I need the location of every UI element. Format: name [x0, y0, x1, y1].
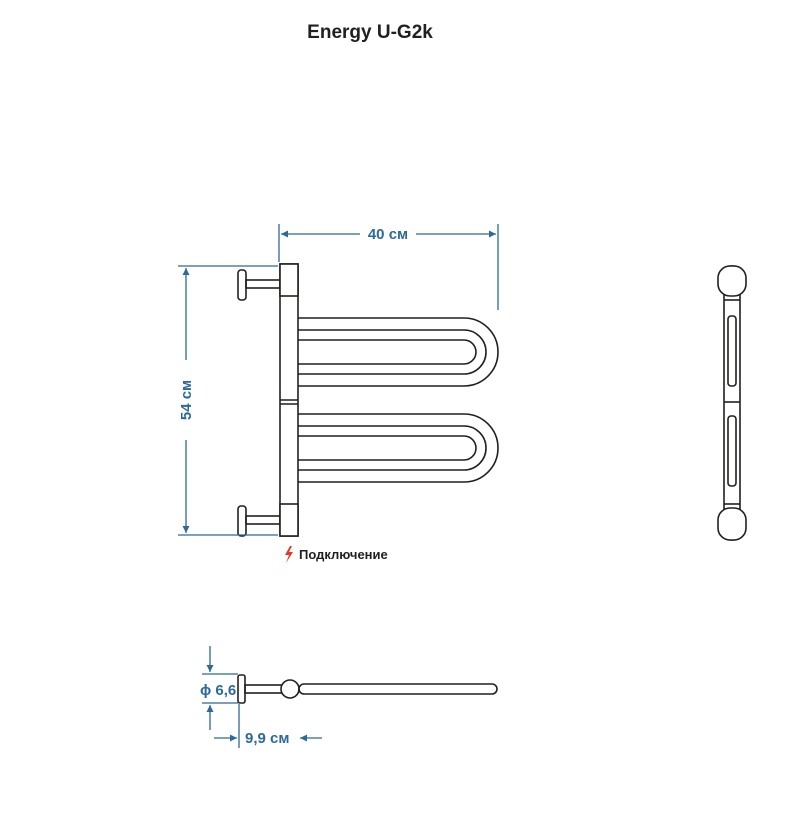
offset-dimension — [214, 704, 322, 748]
top-view — [237, 674, 498, 704]
top-stem — [244, 684, 284, 694]
side-upper-slot — [727, 315, 737, 387]
connection-note: Подключение — [285, 546, 388, 563]
width-label: 40 см — [368, 226, 408, 243]
side-bottom-cap — [717, 507, 747, 541]
side-top-cap — [717, 265, 747, 297]
top-plate — [237, 674, 246, 704]
diameter-dimension — [202, 646, 238, 730]
side-body — [723, 265, 741, 541]
lightning-icon — [285, 546, 293, 563]
connection-label: Подключение — [299, 547, 388, 562]
bottom-bracket-stem — [245, 515, 281, 525]
width-dimension — [278, 224, 499, 310]
offset-label: 9,9 см — [245, 730, 289, 747]
height-dimension — [178, 265, 278, 536]
side-lower-slot — [727, 415, 737, 487]
top-arm — [298, 683, 498, 695]
lower-u-loop — [298, 413, 499, 483]
top-bracket-stem — [245, 279, 281, 289]
top-collar — [279, 263, 299, 297]
front-view — [237, 263, 499, 537]
upper-u-loop — [298, 317, 499, 387]
bottom-bracket-plate — [237, 505, 247, 537]
bottom-collar — [279, 503, 299, 537]
side-view — [717, 265, 747, 541]
height-label: 54 см — [178, 380, 195, 420]
diameter-label: ϕ 6,6 — [200, 682, 236, 699]
top-bracket-plate — [237, 269, 247, 301]
product-title: Energy U-G2k — [307, 22, 433, 43]
top-swivel — [280, 679, 300, 699]
